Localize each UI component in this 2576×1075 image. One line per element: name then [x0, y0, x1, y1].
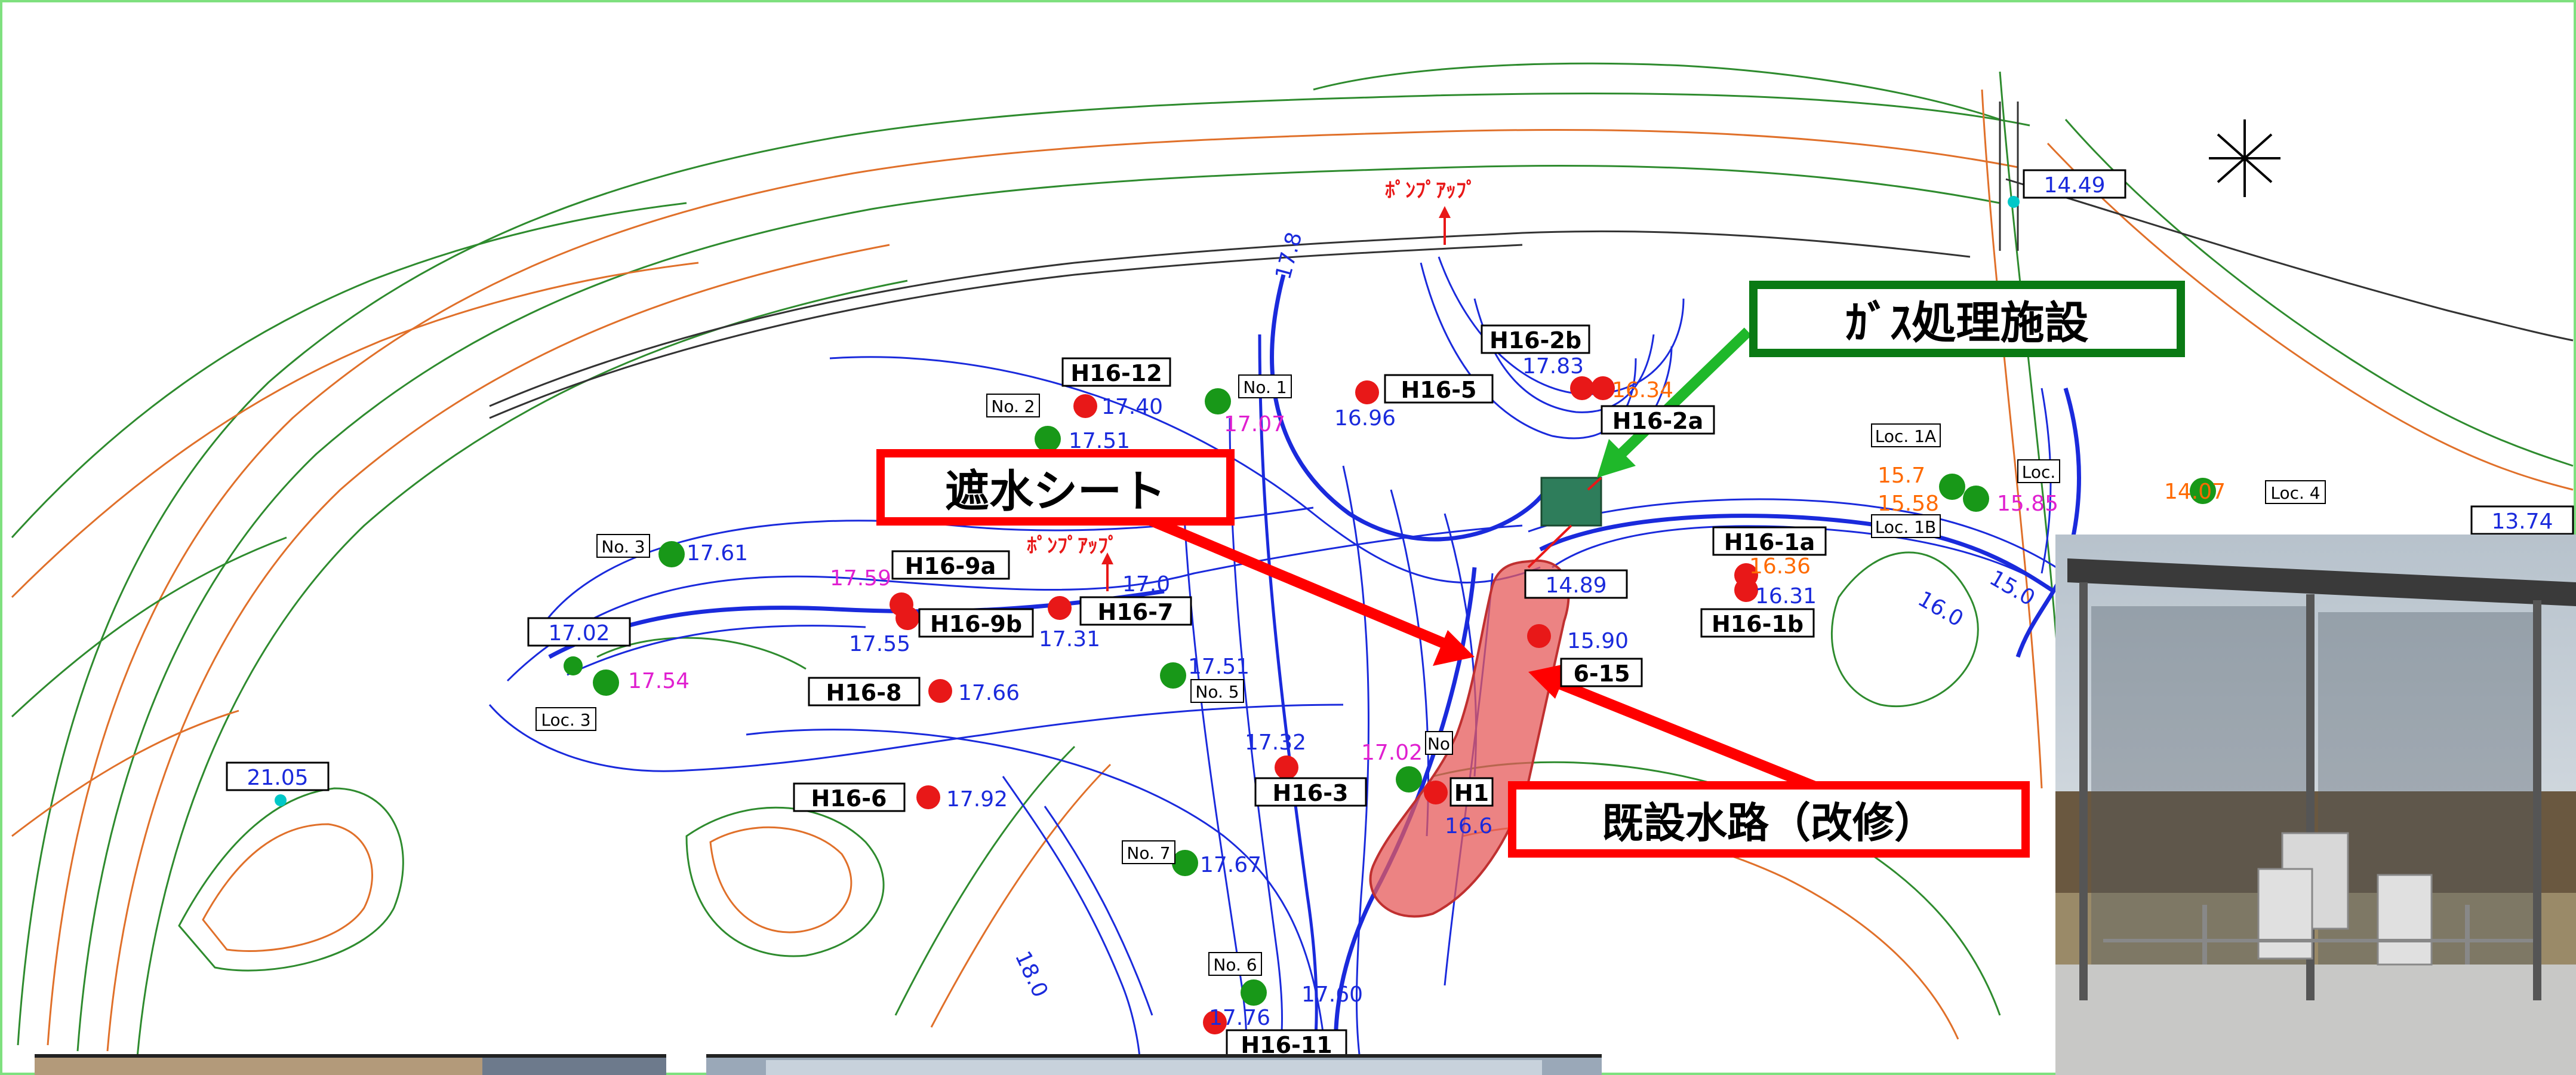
pump-up-label-north: ﾎﾟﾝﾌﾟｱｯﾌﾟ — [1385, 179, 1476, 202]
elev-16-6: 16.6 — [1445, 814, 1492, 838]
elev-17-07: 17.07 — [1224, 412, 1285, 437]
elev-17-54: 17.54 — [628, 669, 690, 693]
elev-16-31: 16.31 — [1755, 584, 1817, 609]
well-label-h16-7: H16-7 — [1098, 599, 1174, 625]
pump-up-labels: ﾎﾟﾝﾌﾟｱｯﾌﾟ ﾎﾟﾝﾌﾟｱｯﾌﾟ — [1027, 179, 1476, 558]
well-label-h16-9a: H16-9a — [905, 553, 996, 579]
callout-existing-channel: 既設水路（改修） — [1508, 781, 2030, 858]
well-label-h16-8: H16-8 — [826, 680, 902, 706]
callout-arrows — [1135, 327, 1829, 797]
green-station-markers — [564, 388, 2216, 1006]
elev-14-89: 14.89 — [1545, 573, 1606, 598]
elev-15-7: 15.7 — [1878, 463, 1925, 488]
well-label-h16-1a: H16-1a — [1724, 529, 1815, 555]
gas-facility-photo — [2055, 535, 2576, 1075]
elev-13-74: 13.74 — [2491, 509, 2553, 534]
elev-16-96: 16.96 — [1334, 406, 1396, 431]
station-label-loc1b: Loc. 1B — [1875, 517, 1936, 537]
station-label-no1: No. 1 — [1243, 377, 1287, 397]
callout-water-sheet-text: 遮水シート — [945, 465, 1166, 517]
elev-17-66: 17.66 — [958, 681, 1020, 705]
north-arrow-icon — [2209, 119, 2280, 197]
elev-21-05: 21.05 — [247, 766, 308, 790]
station-label-no-partial: No — [1427, 734, 1450, 754]
photo-strip-center — [706, 1054, 1602, 1075]
station-label-no7: No. 7 — [1127, 843, 1170, 863]
site-boundary — [489, 102, 2574, 419]
elev-17-40: 17.40 — [1101, 395, 1163, 419]
well-label-h1: H1 — [1454, 780, 1489, 806]
elev-16-34: 16.34 — [1612, 378, 1673, 403]
elev-17-31: 17.31 — [1039, 627, 1100, 652]
elev-17-55: 17.55 — [849, 632, 910, 656]
elev-17-32: 17.32 — [1245, 730, 1306, 755]
station-label-loc-partial: Loc. — [2022, 462, 2056, 482]
well-label-h16-5: H16-5 — [1401, 377, 1477, 403]
channel-highlight — [1369, 559, 1570, 918]
station-label-no3: No. 3 — [601, 537, 645, 557]
well-label-h16-11: H16-11 — [1241, 1032, 1332, 1058]
well-label-h16-1b: H16-1b — [1712, 611, 1803, 637]
station-label-no6: No. 6 — [1213, 955, 1257, 975]
magenta-elevations: 17.07 17.59 17.54 17.02 15.85 — [628, 412, 2058, 765]
station-labels: No. 2 No. 1 No. 3 No. 5 No. 7 No. 6 No L… — [535, 374, 2326, 976]
elev-17-0: 17.0 — [1122, 572, 1170, 597]
photo-strip-left — [35, 1054, 666, 1075]
well-label-h16-2b: H16-2b — [1489, 327, 1581, 354]
elev-17-51b: 17.51 — [1188, 655, 1249, 679]
station-label-no5: No. 5 — [1195, 682, 1239, 702]
elev-16-36: 16.36 — [1749, 554, 1811, 579]
well-label-h16-15: 6-15 — [1573, 661, 1630, 687]
elev-17-92: 17.92 — [946, 787, 1008, 812]
orange-elevations: 16.34 14.07 15.7 15.58 16.36 — [1612, 378, 2226, 579]
well-label-h16-12: H16-12 — [1070, 360, 1162, 386]
elev-17-76: 17.76 — [1209, 1006, 1270, 1030]
well-labels: H16-12 H16-2b H16-5 H16-2a H16-1a H16-1b… — [793, 324, 1827, 1059]
boxed-elevations: 14.49 13.74 17.02 21.05 14.89 — [226, 169, 2574, 791]
elev-17-61: 17.61 — [687, 541, 748, 566]
callout-gas-facility-text: ｶﾞｽ処理施設 — [1845, 297, 2089, 349]
callout-gas-facility: ｶﾞｽ処理施設 — [1749, 281, 2185, 357]
station-label-loc1a: Loc. 1A — [1875, 426, 1936, 446]
elev-17-60: 17.60 — [1301, 982, 1363, 1007]
elev-17-02b: 17.02 — [1361, 741, 1423, 765]
callout-existing-channel-text: 既設水路（改修） — [1602, 798, 1936, 847]
blue-elevations: 17.40 17.51 16.96 17.83 17.61 17.55 17.3… — [687, 354, 1817, 1030]
elev-14-49: 14.49 — [2043, 173, 2105, 198]
elev-15-90: 15.90 — [1567, 629, 1629, 653]
elev-15-85: 15.85 — [1997, 492, 2058, 516]
pump-up-label-west: ﾎﾟﾝﾌﾟｱｯﾌﾟ — [1027, 534, 1118, 558]
elev-17-67: 17.67 — [1200, 853, 1261, 877]
elev-14-07: 14.07 — [2164, 480, 2226, 504]
red-well-markers — [890, 376, 1758, 1034]
well-label-h16-3: H16-3 — [1273, 780, 1349, 806]
elev-17-59: 17.59 — [830, 566, 891, 591]
well-label-h16-2a: H16-2a — [1612, 408, 1704, 434]
station-label-no2: No. 2 — [991, 397, 1035, 416]
station-label-loc3: Loc. 3 — [541, 710, 590, 730]
elev-15-58: 15.58 — [1878, 492, 1939, 516]
elev-17-83: 17.83 — [1522, 354, 1584, 379]
station-label-loc4: Loc. 4 — [2270, 483, 2320, 503]
well-label-h16-6: H16-6 — [811, 785, 887, 812]
elev-17-02: 17.02 — [548, 621, 610, 646]
well-label-h16-9b: H16-9b — [930, 611, 1022, 637]
callout-water-sheet: 遮水シート — [876, 449, 1235, 526]
